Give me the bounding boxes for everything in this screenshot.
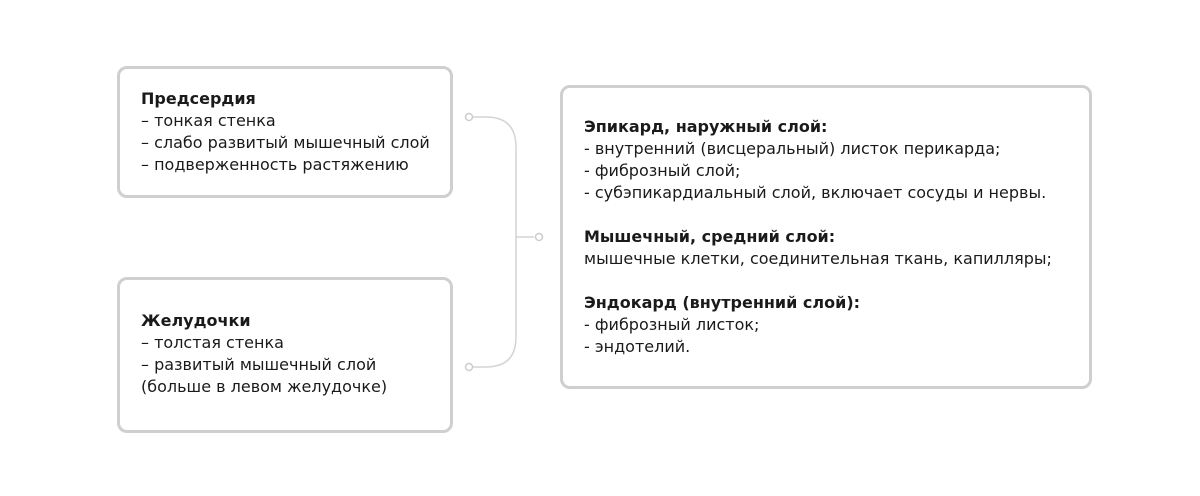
connector-dot-layers	[534, 232, 544, 242]
epicardium-line: - внутренний (висцеральный) листок перик…	[584, 139, 1001, 158]
epicardium-line: - фиброзный слой;	[584, 161, 741, 180]
connector-ventricles-curve	[485, 237, 517, 368]
epicardium-section: Эпикард, наружный слой: - внутренний (ви…	[584, 116, 1089, 204]
epicardium-line: - субэпикардиальный слой, включает сосуд…	[584, 183, 1047, 202]
endocardium-line: - фиброзный листок;	[584, 315, 760, 334]
atria-line: – слабо развитый мышечный слой	[141, 133, 430, 152]
epicardium-title: Эпикард, наружный слой:	[584, 117, 828, 136]
connector-dot-atria	[464, 112, 474, 122]
myocardium-section: Мышечный, средний слой: мышечные клетки,…	[584, 226, 1089, 270]
atria-line: – подверженность растяжению	[141, 155, 409, 174]
ventricles-box: Желудочки – толстая стенка – развитый мы…	[117, 277, 453, 433]
ventricles-line: (больше в левом желудочке)	[141, 377, 388, 396]
myocardium-title: Мышечный, средний слой:	[584, 227, 836, 246]
atria-line: – тонкая стенка	[141, 111, 276, 130]
endocardium-line: - эндотелий.	[584, 337, 691, 356]
connector-atria-curve	[485, 116, 517, 237]
ventricles-line: – толстая стенка	[141, 333, 284, 352]
heart-wall-layers-box: Эпикард, наружный слой: - внутренний (ви…	[560, 85, 1092, 389]
connector-dot-ventricles	[464, 362, 474, 372]
ventricles-title: Желудочки	[141, 311, 251, 330]
atria-box: Предсердия – тонкая стенка – слабо разви…	[117, 66, 453, 198]
ventricles-line: – развитый мышечный слой	[141, 355, 377, 374]
atria-title: Предсердия	[141, 89, 256, 108]
endocardium-section: Эндокард (внутренний слой): - фиброзный …	[584, 292, 1089, 358]
myocardium-line: мышечные клетки, соединительная ткань, к…	[584, 249, 1052, 268]
endocardium-title: Эндокард (внутренний слой):	[584, 293, 861, 312]
